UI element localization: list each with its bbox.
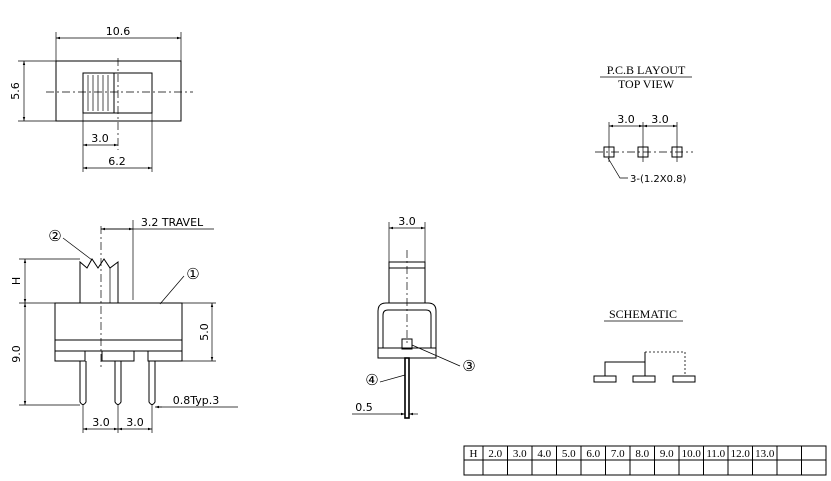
- pcb-hole-label: 3-(1.2X0.8): [630, 174, 687, 185]
- schematic: SCHEMATIC: [593, 307, 696, 383]
- pin-pitch-right: 3.0: [126, 416, 144, 429]
- pin-middle: [114, 361, 122, 405]
- h-table-value: 3.0: [513, 448, 527, 460]
- pcb-layout-subtitle: TOP VIEW: [618, 77, 675, 91]
- front-view-body: [54, 302, 183, 352]
- standoff-left: [54, 351, 86, 362]
- h-table-value: 11.0: [706, 448, 725, 460]
- schematic-title: SCHEMATIC: [609, 307, 677, 321]
- travel-label: 3.2 TRAVEL: [141, 216, 204, 229]
- body-height-dimension: 5.0: [198, 323, 211, 341]
- h-table-value: 13.0: [755, 448, 775, 460]
- h-table-value: 12.0: [731, 448, 751, 460]
- callout-2: ②: [48, 227, 61, 245]
- pcb-pitch-left: 3.0: [617, 113, 635, 126]
- schematic-wire-open: [645, 351, 686, 376]
- h-table-value: 7.0: [611, 448, 625, 460]
- knob-width-dimension: 3.0: [91, 132, 109, 145]
- schematic-wire-closed: [604, 361, 646, 376]
- total-height-dimension: 9.0: [10, 345, 23, 363]
- pcb-layout: P.C.B LAYOUT TOP VIEW 3.0 3.0 3-(1.2X0.8…: [595, 63, 693, 185]
- callout-1: ①: [186, 265, 199, 283]
- h-table-value: 8.0: [635, 448, 649, 460]
- h-table: H 2.0 3.0 4.0 5.0 6.0 7.0 8.0 9.0 10.0 11.0 12.0 13.…: [463, 445, 827, 476]
- front-view: 3.2 TRAVEL ② ① H 9.0 5.0 3.0 3.0 0.8Typ.…: [10, 216, 238, 433]
- pin-thickness-label: 0.8Typ.3: [173, 394, 220, 407]
- schematic-terminal-1: [593, 375, 617, 383]
- callout-4: ④: [365, 371, 378, 389]
- pcb-layout-title: P.C.B LAYOUT: [607, 63, 686, 77]
- top-view-knob: [82, 72, 115, 114]
- h-table-value: 2.0: [488, 448, 502, 460]
- schematic-terminal-2: [632, 375, 656, 383]
- pin-pitch-left: 3.0: [92, 416, 110, 429]
- side-housing: [377, 302, 437, 359]
- side-width-dimension: 3.0: [398, 215, 416, 228]
- pcb-pitch-right: 3.0: [651, 113, 669, 126]
- standoff-middle: [101, 351, 135, 362]
- offset-dimension: 6.2: [108, 155, 126, 168]
- height-dimension: 5.6: [9, 82, 22, 100]
- h-table-value: 6.0: [586, 448, 600, 460]
- pin-left: [79, 361, 87, 405]
- schematic-terminal-3: [672, 375, 696, 383]
- top-view: 10.6 5.6 3.0 6.2: [9, 25, 193, 172]
- h-table-value: 5.0: [562, 448, 576, 460]
- side-pin: [404, 357, 410, 419]
- h-dimension: H: [10, 277, 23, 285]
- callout-3: ③: [462, 357, 475, 375]
- knob-ridges: [87, 75, 109, 111]
- top-view-body: [55, 60, 182, 122]
- standoff-right: [147, 351, 183, 362]
- h-table-value: 10.0: [682, 448, 702, 460]
- h-table-value: 9.0: [660, 448, 674, 460]
- actuator: [79, 258, 119, 303]
- h-table-value: 4.0: [537, 448, 551, 460]
- pin-right: [148, 361, 156, 405]
- pin-dimension: 0.5: [355, 401, 373, 414]
- h-table-header: H: [470, 448, 478, 460]
- width-dimension: 10.6: [106, 25, 131, 38]
- side-view: 3.0 ③ ④ 0.5: [352, 215, 476, 419]
